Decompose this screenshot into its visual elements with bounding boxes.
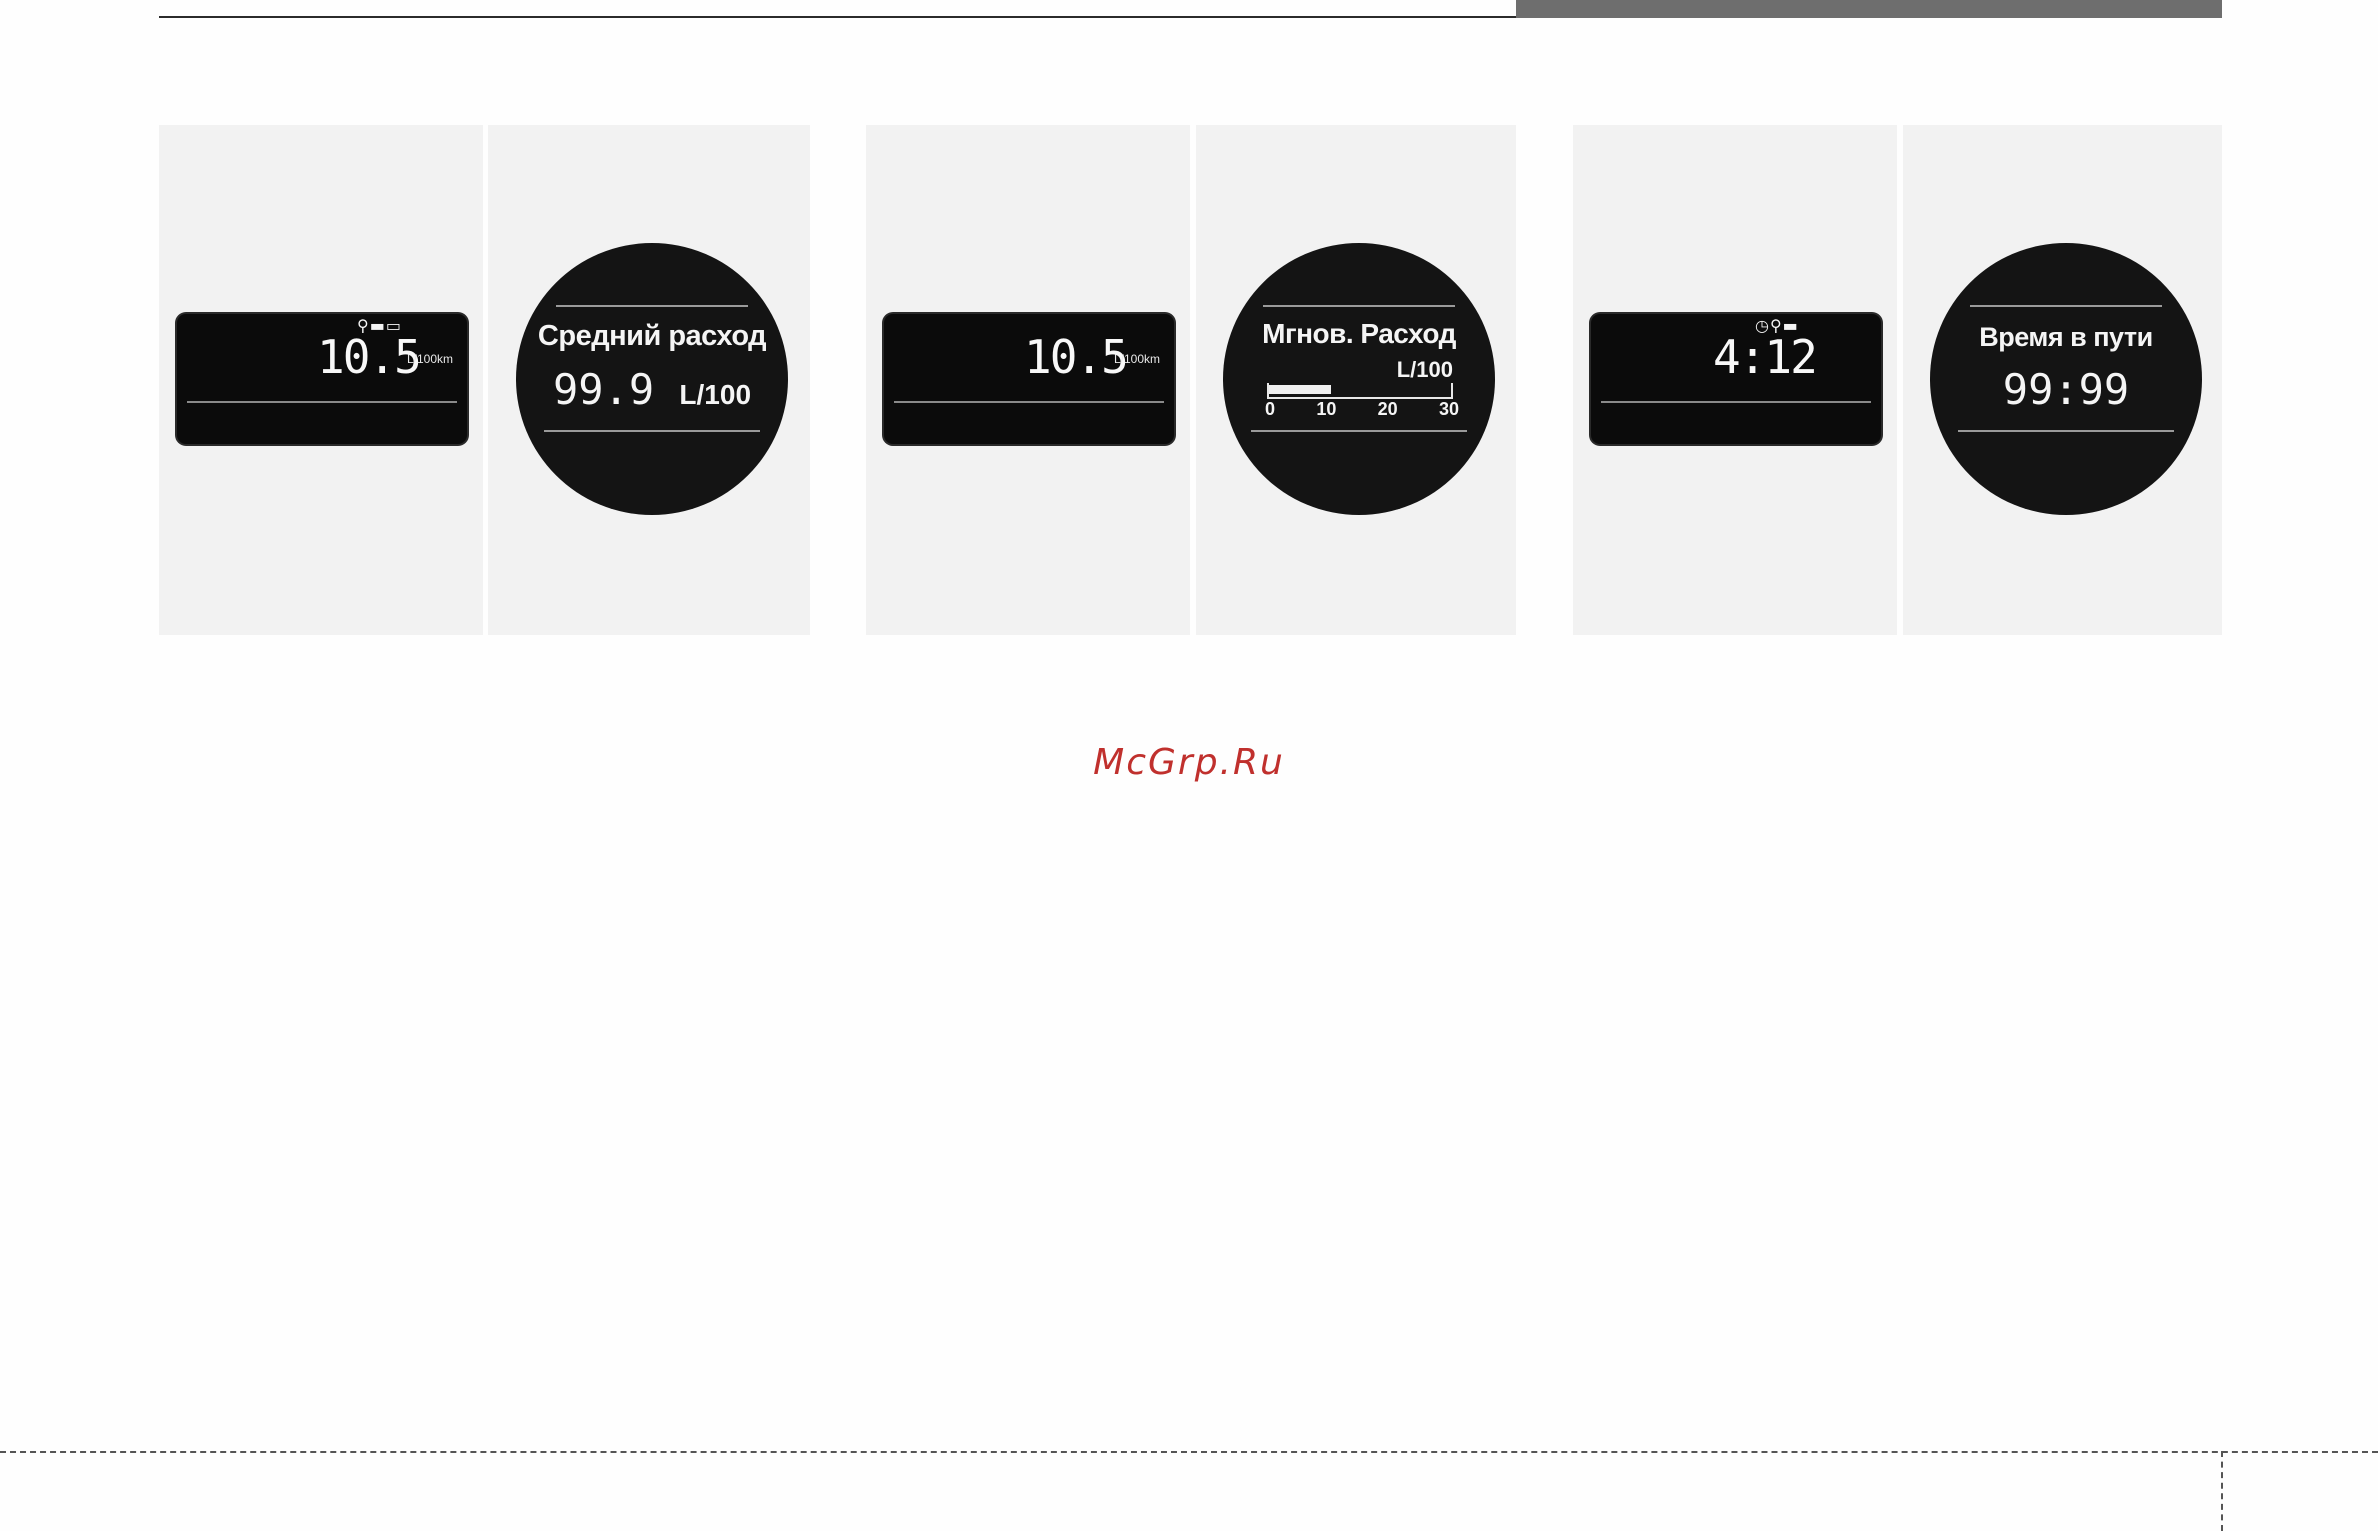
lcd-unit: L/100km xyxy=(1114,352,1160,366)
scale-label: 20 xyxy=(1378,399,1398,420)
scale-label: 0 xyxy=(1265,399,1275,420)
lcd-value: 10.5 xyxy=(1024,334,1127,380)
header-tab xyxy=(1516,0,2222,18)
circle-display-1: Средний расход 99.9 L/100 xyxy=(516,243,788,515)
lcd-value: 4:12 xyxy=(1713,334,1816,380)
circle-top-line xyxy=(1263,305,1455,307)
lcd-divider xyxy=(894,401,1164,403)
header-rule xyxy=(159,16,1516,18)
circle-value: 99:99 xyxy=(2003,365,2129,414)
circle-title: Средний расход xyxy=(516,320,788,353)
circle-bottom-line xyxy=(1251,430,1467,432)
footer-dashed-divider xyxy=(2221,1451,2223,1531)
scale-label: 30 xyxy=(1439,399,1459,420)
lcd-value: 10.5 xyxy=(317,334,420,380)
fuel-bar-gauge: 0 10 20 30 xyxy=(1265,383,1455,443)
circle-unit: L/100 xyxy=(1397,357,1453,383)
circle-top-line xyxy=(1970,305,2162,307)
circle-bottom-line xyxy=(1958,430,2174,432)
circle-title: Время в пути xyxy=(1930,322,2202,353)
lcd-display-3: ◷⚲▬ 4:12 xyxy=(1591,314,1881,444)
scale-label: 10 xyxy=(1316,399,1336,420)
circle-top-line xyxy=(556,305,748,307)
bar-fill xyxy=(1269,385,1331,394)
circle-bottom-line xyxy=(544,430,760,432)
circle-display-2: Мгнов. Расход L/100 0 10 20 30 xyxy=(1223,243,1495,515)
lcd-divider xyxy=(187,401,457,403)
lcd-unit: L/100km xyxy=(407,352,453,366)
lcd-display-2: 10.5 L/100km xyxy=(884,314,1174,444)
lcd-display-1: ⚲▬▭ 10.5 L/100km xyxy=(177,314,467,444)
lcd-divider xyxy=(1601,401,1871,403)
watermark: McGrp.Ru xyxy=(0,742,2378,783)
circle-value-row: 99:99 xyxy=(1930,369,2202,411)
bar-scale-labels: 0 10 20 30 xyxy=(1265,399,1459,420)
circle-title: Мгнов. Расход xyxy=(1223,318,1495,350)
circle-display-3: Время в пути 99:99 xyxy=(1930,243,2202,515)
circle-value-row: 99.9 L/100 xyxy=(516,369,788,411)
circle-unit: L/100 xyxy=(679,379,751,410)
circle-value: 99.9 xyxy=(553,365,654,414)
footer-dashed-rule xyxy=(0,1451,2378,1453)
